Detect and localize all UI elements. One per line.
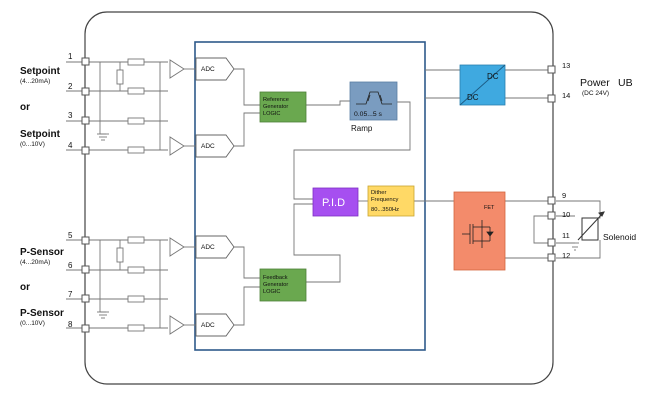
dither-line-1: Dither <box>371 190 387 196</box>
dither-text: Dither Frequency 80...350Hz <box>371 190 399 213</box>
dither-line-3: 80...350Hz <box>371 207 399 213</box>
pin-7: 7 <box>68 290 73 299</box>
ramp-waveform-icon <box>356 91 392 105</box>
pin-12: 12 <box>562 251 570 260</box>
pin-8: 8 <box>68 320 73 329</box>
pin-9: 9 <box>562 191 566 200</box>
pin-3: 3 <box>68 111 73 120</box>
power-spec: (DC 24V) <box>582 90 609 97</box>
feedback-generator-line-3: LOGIC <box>263 289 280 295</box>
reference-generator-block <box>259 91 307 123</box>
pin-13: 13 <box>562 61 570 70</box>
right-terminals <box>547 65 556 262</box>
adc-4-label: ADC <box>201 322 215 329</box>
ramp-label: Ramp <box>351 124 373 133</box>
pin-5: 5 <box>68 231 73 240</box>
feedback-generator-line-2: Generator <box>263 282 288 288</box>
left-pin-numbers: 1 2 3 4 5 6 7 8 <box>68 52 73 329</box>
adc-labels: ADC ADC ADC ADC <box>201 66 215 329</box>
psensor-1-label: P-Sensor <box>20 247 64 258</box>
adc-3 <box>195 235 235 259</box>
solenoid-ground <box>571 242 579 251</box>
pin-4: 4 <box>68 141 73 150</box>
psensor-2-label: P-Sensor <box>20 308 64 319</box>
adc-2 <box>195 134 235 158</box>
internal-wiring <box>234 68 601 326</box>
reference-generator-line-2: Generator <box>263 104 288 110</box>
adc-1-label: ADC <box>201 66 215 73</box>
right-labels: Power UB (DC 24V) Solenoid <box>580 77 636 242</box>
right-pin-numbers: 13 14 9 10 11 12 <box>562 61 570 260</box>
left-labels: Setpoint (4...20mA) or Setpoint (0...10V… <box>20 66 64 327</box>
feedback-generator-line-1: Feedback <box>263 275 288 281</box>
pin-10: 10 <box>562 210 570 219</box>
resistors <box>116 58 145 332</box>
solenoid-label: Solenoid <box>603 232 636 242</box>
or-2: or <box>20 282 30 293</box>
solenoid-symbol <box>577 211 605 241</box>
pin-11: 11 <box>562 231 570 240</box>
dither-block <box>367 185 415 217</box>
or-1: or <box>20 102 30 113</box>
pid-block <box>312 187 359 217</box>
ramp-block <box>349 81 398 121</box>
feedback-generator-text: Feedback Generator LOGIC <box>263 275 288 295</box>
feedback-generator-block <box>259 268 307 302</box>
pid-label: P.I.D <box>322 197 345 209</box>
psensor-2-range: (0...10V) <box>20 320 45 327</box>
adc-3-label: ADC <box>201 244 215 251</box>
setpoint-1-range: (4...20mA) <box>20 78 50 85</box>
left-terminals <box>81 57 90 333</box>
op-amps <box>169 59 185 335</box>
fet-block <box>453 191 506 271</box>
adc-4 <box>195 313 235 337</box>
reference-generator-text: Reference Generator LOGIC <box>263 97 289 117</box>
dither-line-2: Frequency <box>371 197 398 203</box>
adc-1 <box>195 57 235 81</box>
dc-diagonal <box>459 64 506 106</box>
dc-top-label: DC <box>487 72 499 81</box>
reference-generator-line-3: LOGIC <box>263 111 280 117</box>
ground-symbols <box>97 133 109 319</box>
psensor-1-range: (4...20mA) <box>20 259 50 266</box>
setpoint-1-label: Setpoint <box>20 66 61 77</box>
pin-6: 6 <box>68 261 73 270</box>
reference-generator-line-1: Reference <box>263 97 289 103</box>
power-ub-label: UB <box>618 77 633 89</box>
adc-blocks <box>195 57 235 337</box>
fet-label: FET <box>484 205 495 211</box>
pin-14: 14 <box>562 91 570 100</box>
pin-1: 1 <box>68 52 73 61</box>
pin-2: 2 <box>68 82 73 91</box>
ramp-value: 0.05...5 s <box>354 111 383 118</box>
setpoint-2-label: Setpoint <box>20 129 61 140</box>
dc-bottom-label: DC <box>467 93 479 102</box>
power-label: Power <box>580 77 610 89</box>
transistor-icon <box>462 220 494 248</box>
adc-2-label: ADC <box>201 143 215 150</box>
setpoint-2-range: (0...10V) <box>20 141 45 148</box>
